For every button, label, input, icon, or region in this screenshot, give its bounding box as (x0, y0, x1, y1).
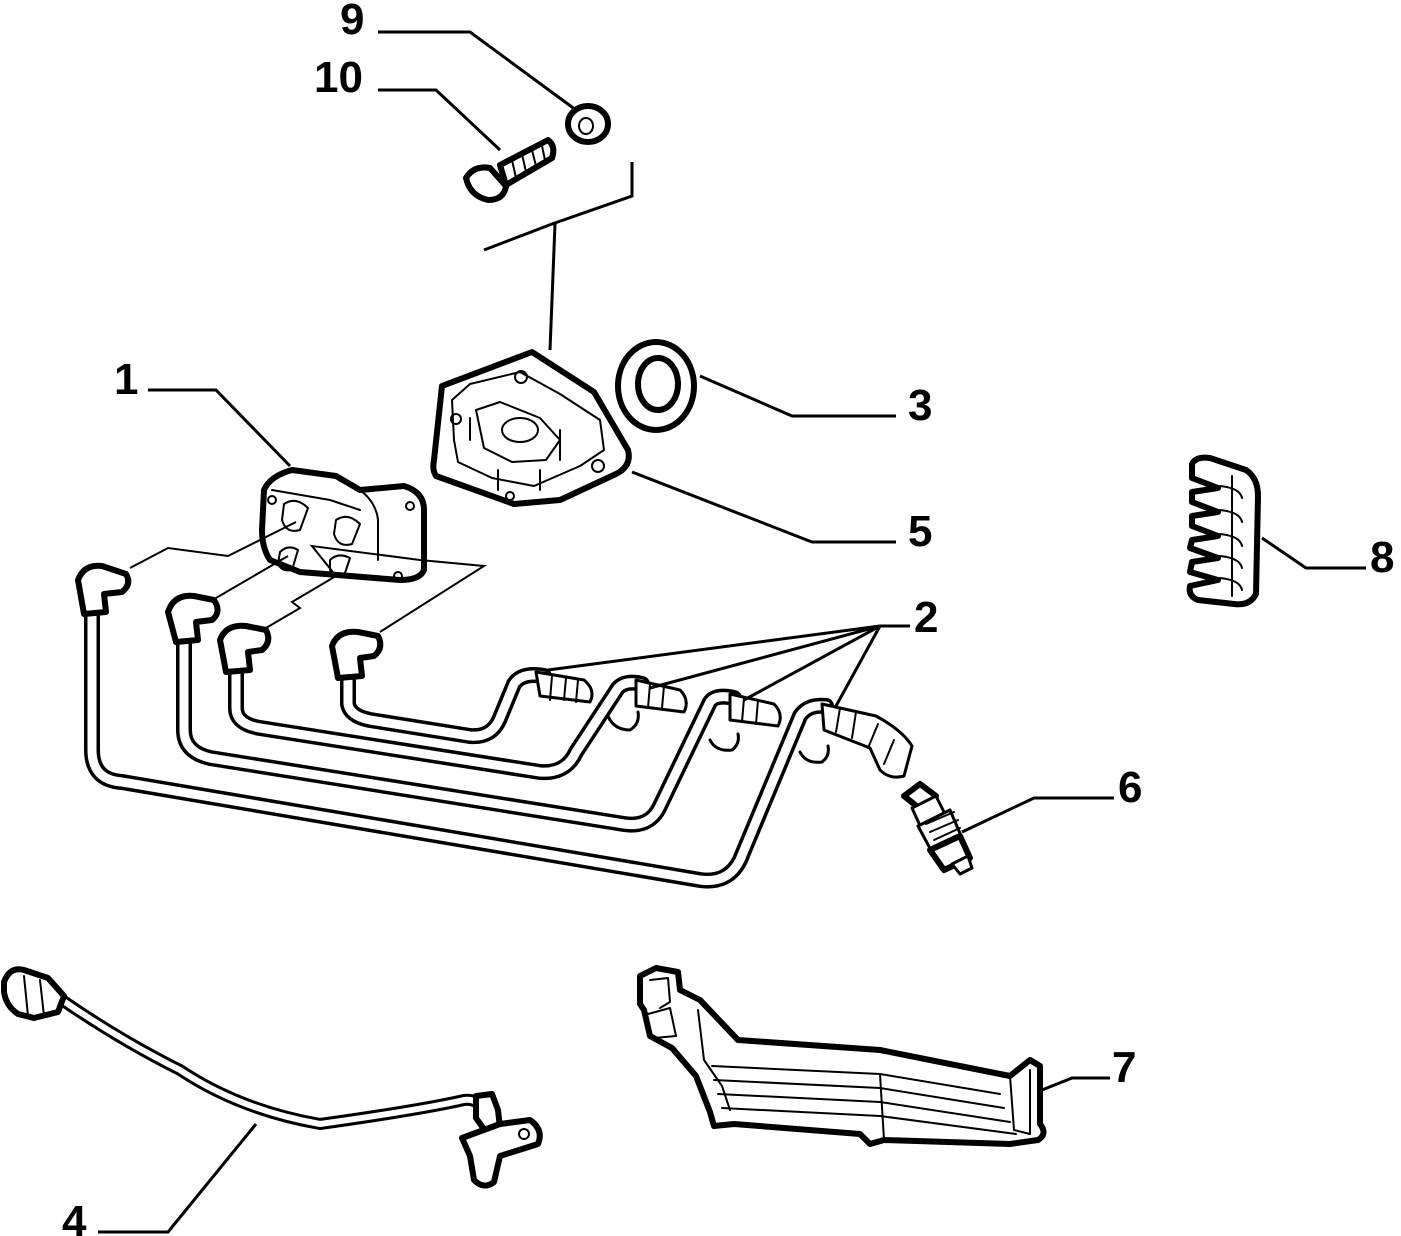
callout-5: 5 (908, 507, 932, 556)
leader-2-fan (547, 624, 910, 707)
callout-3: 3 (908, 381, 932, 430)
part-3-o-ring (615, 339, 697, 433)
leader-9 (378, 30, 577, 112)
callout-2: 2 (914, 593, 938, 642)
callout-1: 1 (114, 355, 138, 404)
coil-lead-connection-lines (129, 521, 488, 633)
part-4-sensor-cable (1, 966, 543, 1189)
callout-10: 10 (314, 53, 363, 102)
leader-3 (699, 374, 896, 418)
leader-lines (98, 30, 1366, 1234)
part-5-distributor-cap (430, 349, 632, 507)
part-2-ignition-leads (75, 562, 914, 889)
leader-4 (98, 1123, 258, 1234)
callout-4: 4 (62, 1197, 87, 1236)
part-1-ignition-coil (259, 467, 427, 583)
part-6-spark-plug (901, 781, 974, 876)
part-7-lead-bracket (637, 965, 1047, 1147)
callout-9: 9 (340, 0, 364, 44)
callout-7: 7 (1112, 1043, 1136, 1092)
leader-8 (1261, 536, 1366, 570)
leader-5 (631, 470, 896, 544)
leader-1 (148, 388, 292, 468)
part-9-washer (565, 103, 611, 145)
callout-8: 8 (1370, 533, 1394, 582)
leader-10 (378, 88, 502, 152)
leader-7 (1041, 1076, 1110, 1092)
assembly-bracket-lines (483, 162, 634, 351)
part-10-bolt (463, 137, 557, 203)
part-8-lead-separator (1186, 454, 1261, 608)
leader-6 (961, 796, 1114, 834)
callout-numbers: 9 10 1 3 5 8 2 6 7 4 (62, 0, 1394, 1236)
callout-6: 6 (1118, 763, 1142, 812)
